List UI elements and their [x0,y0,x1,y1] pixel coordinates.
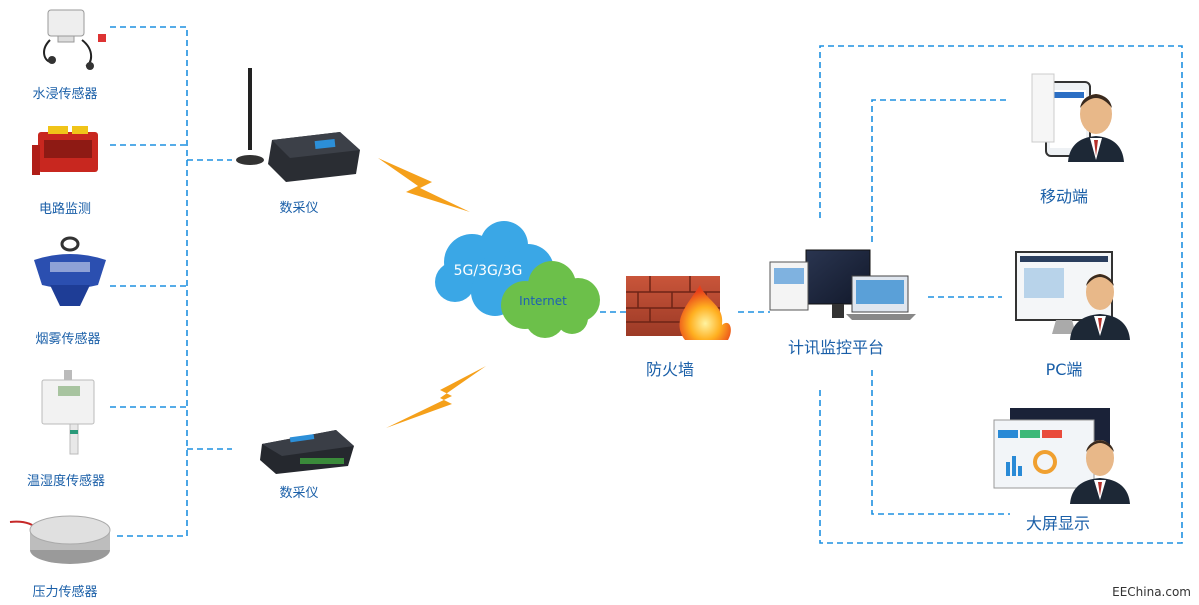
big-screen-client-label: 大屏显示 [1025,514,1091,533]
temp-humidity-sensor-label: 温湿度传感器 [26,474,106,489]
user-avatar-icon [1070,274,1130,340]
internet-cloud-icon: Internet [501,261,600,338]
data-collector-label: 数采仪 [279,201,319,216]
water-leak-sensor-label: 水浸传感器 [32,87,98,102]
internet-label: Internet [519,294,567,308]
circuit-monitor-label: 电路监测 [38,202,92,217]
watermark: EEChina.com [1112,585,1191,599]
cloud-label: 5G/3G/3G [454,263,523,279]
pc-client-label: PC端 [1045,360,1083,379]
monitoring-platform-icon [769,249,916,320]
smoke-sensor-label: 烟雾传感器 [35,332,101,347]
user-avatar-icon [1068,94,1124,162]
wireless-signal-icon [378,158,470,212]
mobile-client-icon [1031,73,1091,157]
pressure-sensor-label: 压力传感器 [32,585,98,600]
data-collector-label: 数采仪 [279,486,319,501]
circuit-monitor-icon [32,126,98,175]
wireless-signal-icon [386,366,486,428]
monitoring-platform-label: 计讯监控平台 [787,338,885,357]
user-avatar-icon [1070,440,1130,504]
temp-humidity-sensor-icon [41,370,95,455]
firewall-label: 防火墙 [645,360,695,379]
pressure-sensor-icon [9,515,111,564]
cellular-cloud-icon: 5G/3G/3G [435,221,554,316]
connection-lines [110,26,1183,544]
data-collector-icon [260,430,354,474]
firewall-icon [626,276,731,340]
data-collector-icon [236,68,360,182]
smoke-sensor-icon [34,236,106,306]
mobile-client-label: 移动端 [1039,187,1089,206]
water-leak-sensor-icon [43,9,106,70]
